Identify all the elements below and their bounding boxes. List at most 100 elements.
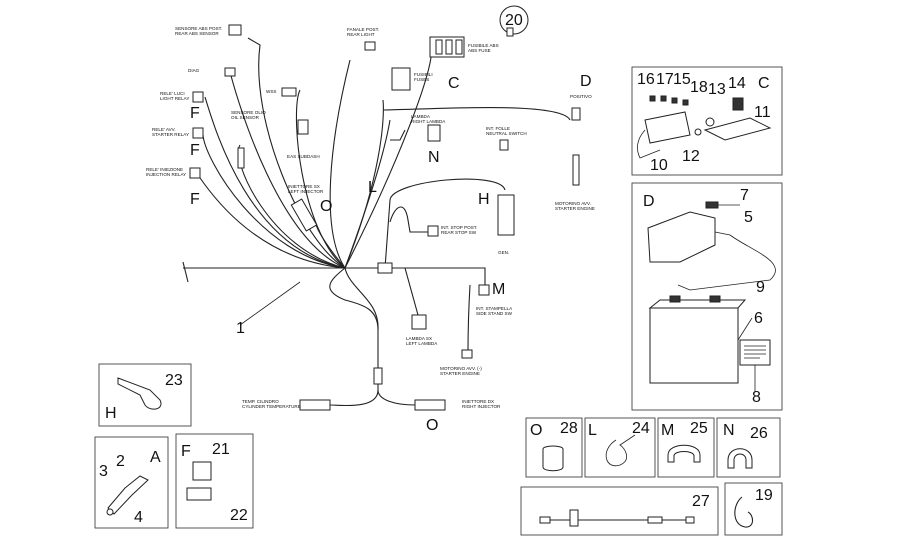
label-rear-light-it: FANALE POST. <box>347 27 379 32</box>
right-injector-connector <box>414 399 446 411</box>
cable-tie-24 <box>605 434 636 467</box>
label-injection-relay-en: INJECTION RELAY <box>146 172 186 177</box>
label-eas-subdash: EAS SUBDASH <box>287 154 320 159</box>
letter-n-box: N <box>723 422 735 439</box>
cable-tie-19 <box>734 496 754 528</box>
harness-27-connector-right <box>685 516 695 524</box>
relay-panel-frame <box>175 433 254 529</box>
harness-27-connector-left <box>539 516 551 524</box>
clip-26-panel: N 26 <box>716 417 781 478</box>
diag-connector <box>224 67 236 77</box>
fuse-washer <box>705 117 715 127</box>
sensor-panel: A 2 3 4 <box>94 436 169 529</box>
label-abs-fuse-en: ABS FUSE <box>468 48 491 53</box>
light-relay-connector <box>192 91 204 103</box>
callout-12: 12 <box>682 148 700 165</box>
fuse-holder <box>644 111 691 144</box>
label-rear-abs-sensor-en: REAR ABS SENSOR <box>175 31 219 36</box>
clamp-25-panel: M 25 <box>657 417 715 478</box>
callout-19: 19 <box>755 487 773 504</box>
label-side-stand-it: INT. STAMPELLA <box>476 306 513 311</box>
label-generator: GEN. <box>498 250 509 255</box>
label-cylinder-temp-it: TEMP. CILINDRO <box>242 399 279 404</box>
bracket-23-panel: 23 H <box>98 363 192 427</box>
callout-5: 5 <box>744 209 753 226</box>
letter-o-main: O <box>320 198 332 215</box>
letter-f-2: F <box>190 142 200 159</box>
fuse-18 <box>682 99 689 106</box>
callout-10: 10 <box>650 157 668 174</box>
left-lambda-connector <box>411 314 427 330</box>
label-starter-engine-top-it: MOTORINO AVV. <box>555 201 591 206</box>
label-oil-sensor-en: OIL SENSOR <box>231 115 260 120</box>
bracket-23 <box>117 377 162 410</box>
label-neutral-switch-it: INT. FOLLE <box>486 126 510 131</box>
rear-stop-switch-connector <box>427 225 439 237</box>
cap-28-frame <box>525 417 583 478</box>
harness-junction <box>377 262 393 274</box>
callout-2: 2 <box>116 453 125 470</box>
battery <box>649 307 739 384</box>
battery-panel-frame <box>631 182 783 411</box>
letter-l-main: L <box>368 179 377 196</box>
callout-16: 16 <box>637 71 655 88</box>
fuses-block <box>391 67 411 91</box>
clip-26-frame <box>716 417 781 478</box>
letter-f-1: F <box>190 105 200 122</box>
harness-27-clip <box>569 509 579 527</box>
label-right-injector-it: INIETTORE DX <box>462 399 494 404</box>
fuse-17 <box>660 95 667 102</box>
letter-f-box: F <box>181 443 191 460</box>
letter-h-main: H <box>478 191 490 208</box>
letter-f-3: F <box>190 191 200 208</box>
fuse-box-panel-frame <box>631 66 783 176</box>
callout-14: 14 <box>728 75 746 92</box>
callout-13: 13 <box>708 81 726 98</box>
fuse-box-panel: 16 17 15 18 13 14 C 11 12 10 <box>631 66 783 176</box>
relay <box>192 461 212 481</box>
cylinder-temperature-sensor <box>299 399 331 411</box>
clamp-25 <box>667 444 701 463</box>
sensor-body <box>107 475 149 515</box>
label-rear-light-en: REAR LIGHT <box>347 32 375 37</box>
battery-post-positive <box>669 295 681 303</box>
label-light-relay-en: LIGHT RELAY <box>160 96 189 101</box>
letter-m-box: M <box>661 422 674 439</box>
label-starter-engine-top-en: STARTER ENGINE <box>555 206 595 211</box>
wss-connector <box>281 87 297 97</box>
battery-top <box>648 299 747 309</box>
letter-d-main: D <box>580 73 592 90</box>
label-left-injector-it: INIETTORE SX <box>288 184 320 189</box>
starter-relay-connector <box>192 127 204 139</box>
letter-o-bottom: O <box>426 417 438 434</box>
neutral-switch <box>499 139 509 151</box>
tie-19-frame <box>724 482 783 536</box>
sensor-panel-frame <box>94 436 169 529</box>
callout-6: 6 <box>754 310 763 327</box>
injection-relay-connector <box>189 167 201 179</box>
label-light-relay-it: RELE' LUCI <box>160 91 185 96</box>
battery-post-negative <box>709 295 721 303</box>
callout-28: 28 <box>560 420 578 437</box>
label-rear-stop-switch-it: INT. STOP POST. <box>441 225 477 230</box>
starter-engine-ground <box>461 349 473 359</box>
tie-24-frame <box>584 417 656 478</box>
fuse-1 <box>435 39 443 55</box>
fuse-15 <box>671 97 678 104</box>
battery-label <box>739 339 771 366</box>
label-fuses-en: FUSES <box>414 77 429 82</box>
label-fuses-it: FUSIBILI <box>414 72 433 77</box>
battery-screw <box>705 201 719 209</box>
harness-27-frame <box>520 486 719 536</box>
label-rear-stop-switch-en: REAR STOP SW <box>441 230 477 235</box>
letter-h-box: H <box>105 405 117 422</box>
label-injection-relay-it: RELE' INIEZIONE <box>146 167 183 172</box>
battery-terminal-cover <box>647 211 716 263</box>
label-right-injector-en: RIGHT INJECTOR <box>462 404 501 409</box>
letter-l-box: L <box>588 422 597 439</box>
label-abs-fuse-it: FUSIBILE ABS <box>468 43 499 48</box>
inline-connector <box>373 367 383 385</box>
label-right-lambda-it: LAMBDA <box>411 114 431 119</box>
harness-27-panel: 27 <box>520 486 719 536</box>
